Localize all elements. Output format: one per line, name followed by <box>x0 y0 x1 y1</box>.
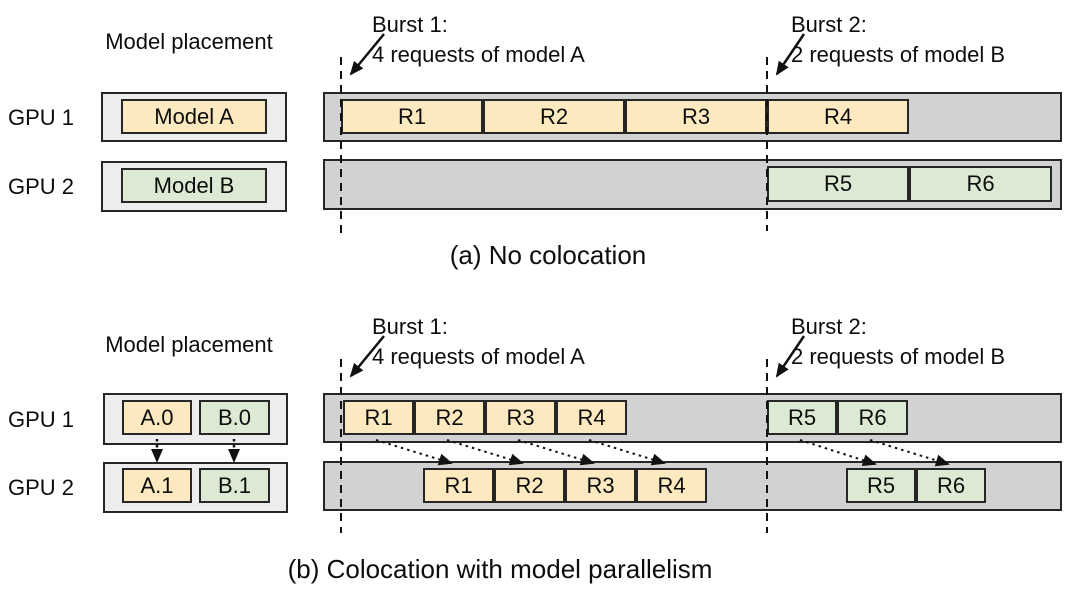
request-box-b-gpu1-r6: R6 <box>837 400 908 435</box>
timeline-gpu1-b: R1 R2 R3 R4 R5 R6 <box>323 393 1062 443</box>
request-box-a-gpu1-r2: R2 <box>483 99 625 134</box>
burst2-title-a: Burst 2: <box>791 12 867 37</box>
request-box-b-gpu2-r3: R3 <box>565 468 636 503</box>
request-box-b-gpu2-r1: R1 <box>423 468 494 503</box>
gpu2-label-a: GPU 2 <box>8 174 75 199</box>
caption-a: (a) No colocation <box>449 240 647 270</box>
placement-box-gpu1-a: Model A <box>101 92 287 142</box>
request-box-b-gpu2-r4: R4 <box>636 468 707 503</box>
placement-title-a: Model placement <box>105 29 273 54</box>
request-box-a-gpu2-r6: R6 <box>909 166 1052 202</box>
timeline-gpu2-b: R1 R2 R3 R4 R5 R6 <box>323 461 1062 511</box>
forward-arrow-r4 <box>588 439 666 466</box>
request-box-b-gpu1-r3: R3 <box>485 400 556 435</box>
burst1-desc-b: 4 requests of model A <box>372 344 585 369</box>
burst1-label-b: Burst 1: 4 requests of model A <box>372 312 585 372</box>
burst2-label-b: Burst 2: 2 requests of model B <box>791 312 1005 372</box>
timeline-gpu2-a: R5 R6 <box>323 159 1062 210</box>
burst2-desc-b: 2 requests of model B <box>791 344 1006 369</box>
placement-title-b: Model placement <box>105 332 273 357</box>
burst1-title-a: Burst 1: <box>372 12 448 37</box>
burst2-title-b: Burst 2: <box>791 314 867 339</box>
request-box-b-gpu1-r1: R1 <box>343 400 414 435</box>
model-b-box: Model B <box>121 168 267 203</box>
burst1-label-a: Burst 1: 4 requests of model A <box>372 10 585 70</box>
forward-arrow-r1 <box>375 439 453 466</box>
request-box-a-gpu1-r4: R4 <box>767 99 909 134</box>
placement-box-gpu2-a: Model B <box>101 161 287 212</box>
request-box-b-gpu2-r2: R2 <box>494 468 565 503</box>
caption-b: (b) Colocation with model parallelism <box>287 554 713 584</box>
shard-a0-box: A.0 <box>122 400 192 435</box>
request-box-b-gpu2-r6: R6 <box>916 468 986 503</box>
request-box-a-gpu2-r5: R5 <box>767 166 909 202</box>
request-box-b-gpu1-r4: R4 <box>556 400 627 435</box>
request-box-b-gpu1-r2: R2 <box>414 400 485 435</box>
forward-arrow-r3 <box>517 439 595 466</box>
gpu1-label-a: GPU 1 <box>8 105 75 130</box>
shard-a1-box: A.1 <box>122 468 192 503</box>
model-a-box: Model A <box>121 99 267 134</box>
shard-b0-box: B.0 <box>199 400 270 435</box>
gpu2-label-b: GPU 2 <box>8 475 75 500</box>
burst1-desc-a: 4 requests of model A <box>372 42 585 67</box>
burst2-desc-a: 2 requests of model B <box>791 42 1006 67</box>
gpu1-label-b: GPU 1 <box>8 407 75 432</box>
request-box-a-gpu1-r3: R3 <box>625 99 767 134</box>
shard-b1-box: B.1 <box>199 468 270 503</box>
placement-box-gpu2-b: A.1 B.1 <box>103 462 288 513</box>
burst2-label-a: Burst 2: 2 requests of model B <box>791 10 1005 70</box>
timeline-gpu1-a: R1 R2 R3 R4 <box>323 92 1062 142</box>
request-box-b-gpu2-r5: R5 <box>846 468 916 503</box>
placement-box-gpu1-b: A.0 B.0 <box>103 393 288 445</box>
forward-arrow-r2 <box>446 439 524 466</box>
burst1-title-b: Burst 1: <box>372 314 448 339</box>
request-box-a-gpu1-r1: R1 <box>341 99 483 134</box>
request-box-b-gpu1-r5: R5 <box>767 400 837 435</box>
